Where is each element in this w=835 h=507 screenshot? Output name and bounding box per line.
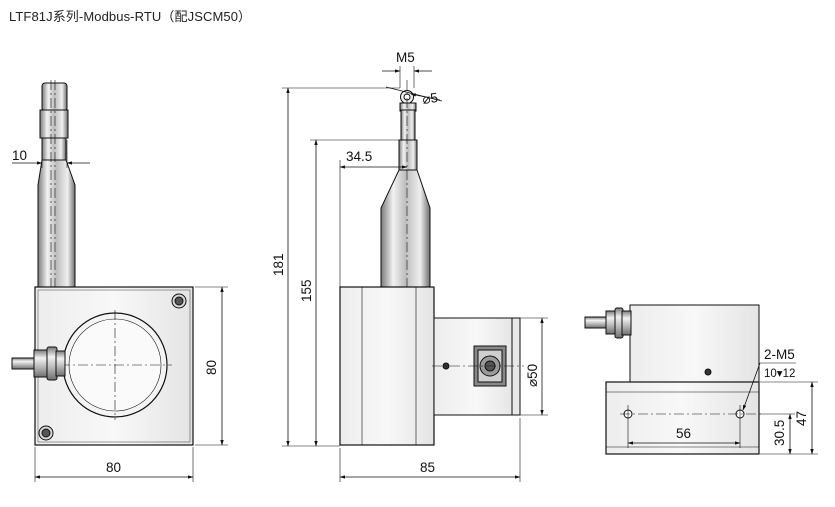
side-view: [282, 66, 548, 482]
drawing-title: LTF81J系列-Modbus-RTU（配JSCM50）: [9, 9, 252, 24]
dim-total-height: 181: [271, 253, 286, 276]
dim-hole-spacing: 56: [676, 426, 691, 441]
front-view: [11, 80, 228, 482]
dim-front-height: 80: [204, 360, 219, 375]
dim-hole-label: 2-M5: [764, 347, 795, 362]
dim-body-height: 155: [299, 279, 314, 302]
bottom-view: [584, 304, 818, 455]
dim-side-width: 85: [420, 460, 435, 475]
dim-front-width: 80: [106, 460, 121, 475]
dim-flange-dia: ⌀50: [525, 364, 540, 387]
dim-base-height: 47: [794, 411, 809, 426]
dim-hole-height: 30.5: [772, 420, 787, 446]
dim-side-offset: 34.5: [346, 149, 372, 164]
dim-eyelet-dia: ⌀5: [421, 90, 439, 107]
dim-thread: M5: [396, 50, 415, 65]
dim-wire-offset: 10: [12, 148, 27, 163]
dim-hole-depth: 10▾12: [764, 368, 795, 380]
